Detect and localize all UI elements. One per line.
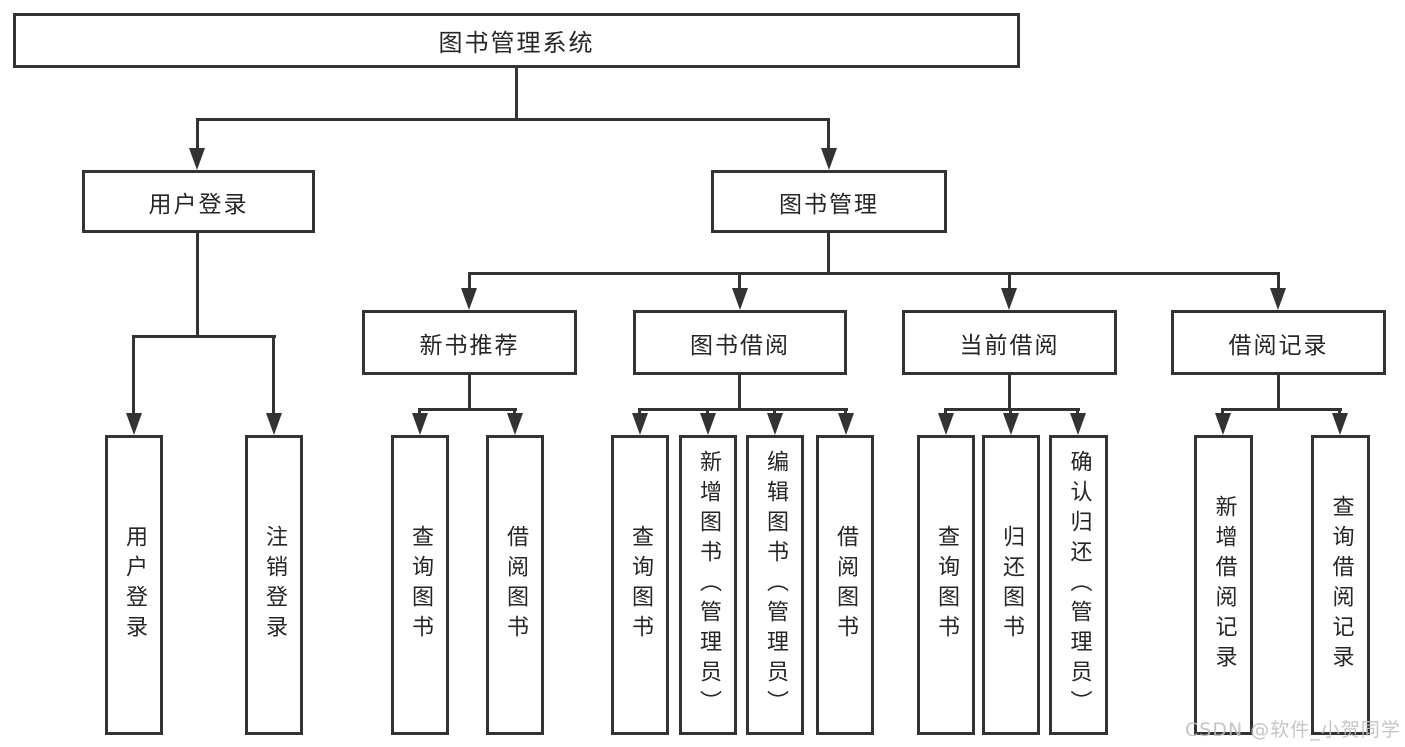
connector-line <box>944 408 1080 411</box>
connector-line <box>1008 375 1011 411</box>
connector-line <box>272 335 275 414</box>
arrow-down-icon <box>189 148 205 170</box>
node-user-login: 用户登录 <box>82 170 315 233</box>
arrow-down-icon <box>461 288 477 310</box>
node-label: 新书推荐 <box>419 332 520 359</box>
connector-line <box>468 272 1280 275</box>
leaf-logout-login: 注销登录 <box>245 435 303 735</box>
node-current-borrowing: 当前借阅 <box>902 310 1117 375</box>
connector-line <box>844 408 847 416</box>
leaf-label: 确认归还（管理员） <box>1066 450 1092 720</box>
leaf-user-login: 用户登录 <box>105 435 163 735</box>
node-label: 图书管理系统 <box>438 29 595 57</box>
connector-line <box>738 375 741 411</box>
node-label: 图书借阅 <box>690 332 790 359</box>
connector-line <box>1009 408 1012 416</box>
connector-line <box>468 375 471 411</box>
connector-line <box>1221 408 1224 416</box>
arrow-down-icon <box>1070 413 1086 435</box>
leaf-label: 查询图书 <box>934 525 959 645</box>
connector-line <box>513 408 516 416</box>
leaf-query-books-recommend: 查询图书 <box>391 435 449 735</box>
connector-line <box>418 408 517 411</box>
arrow-down-icon <box>126 413 142 435</box>
leaf-label: 查询图书 <box>628 525 653 645</box>
connector-line <box>827 233 830 274</box>
leaf-query-borrow-record: 查询借阅记录 <box>1311 435 1370 735</box>
node-label: 用户登录 <box>148 191 249 218</box>
leaf-label: 查询图书 <box>408 525 433 645</box>
connector-line <box>132 335 135 414</box>
node-label: 当前借阅 <box>959 332 1060 359</box>
connector-line <box>1008 272 1011 290</box>
arrow-down-icon <box>1003 413 1019 435</box>
leaf-return-books: 归还图书 <box>982 435 1040 735</box>
node-new-book-recommendation: 新书推荐 <box>362 310 577 375</box>
arrow-down-icon <box>767 413 783 435</box>
leaf-add-borrow-record: 新增借阅记录 <box>1194 435 1253 735</box>
arrow-down-icon <box>266 413 282 435</box>
connector-line <box>1277 375 1280 411</box>
connector-line <box>638 408 641 416</box>
leaf-confirm-return-admin: 确认归还（管理员） <box>1049 435 1108 735</box>
connector-line <box>1277 272 1280 290</box>
leaf-label: 查询借阅记录 <box>1328 495 1354 675</box>
connector-line <box>418 408 421 416</box>
connector-line <box>1076 408 1079 416</box>
arrow-down-icon <box>1001 288 1017 310</box>
connector-line <box>196 233 199 337</box>
connector-line <box>944 408 947 416</box>
arrow-down-icon <box>938 413 954 435</box>
arrow-down-icon <box>632 413 648 435</box>
csdn-watermark: CSDN @软件_小贺同学 <box>1185 719 1401 741</box>
connector-line <box>468 272 471 290</box>
arrow-down-icon <box>1215 413 1231 435</box>
arrow-down-icon <box>507 413 523 435</box>
node-book-management: 图书管理 <box>711 170 947 233</box>
connector-line <box>738 272 741 290</box>
arrow-down-icon <box>1270 288 1286 310</box>
connector-line <box>1338 408 1341 416</box>
arrow-down-icon <box>412 413 428 435</box>
leaf-label: 归还图书 <box>999 525 1024 645</box>
arrow-down-icon <box>838 413 854 435</box>
leaf-borrow-books-recommend: 借阅图书 <box>486 435 544 735</box>
node-label: 借阅记录 <box>1228 332 1329 359</box>
connector-line <box>827 118 830 149</box>
connector-line <box>515 68 518 121</box>
connector-line <box>196 118 830 121</box>
node-label: 图书管理 <box>779 191 879 218</box>
leaf-label: 注销登录 <box>262 525 287 645</box>
leaf-add-books-admin: 新增图书（管理员） <box>679 435 737 735</box>
connector-line <box>773 408 776 416</box>
arrow-down-icon <box>700 413 716 435</box>
leaf-query-books-current: 查询图书 <box>917 435 975 735</box>
leaf-label: 借阅图书 <box>833 525 858 645</box>
leaf-label: 借阅图书 <box>503 525 528 645</box>
leaf-label: 新增借阅记录 <box>1211 495 1237 675</box>
arrow-down-icon <box>821 148 837 170</box>
leaf-edit-books-admin: 编辑图书（管理员） <box>746 435 804 735</box>
connector-line <box>132 335 276 338</box>
leaf-borrow-books-borrowing: 借阅图书 <box>816 435 874 735</box>
arrow-down-icon <box>1332 413 1348 435</box>
node-book-borrowing: 图书借阅 <box>633 310 847 375</box>
connector-line <box>706 408 709 416</box>
leaf-query-books-borrowing: 查询图书 <box>611 435 669 735</box>
node-borrowing-records: 借阅记录 <box>1171 310 1386 375</box>
leaf-label: 新增图书（管理员） <box>696 450 721 720</box>
arrow-down-icon <box>732 288 748 310</box>
connector-line <box>638 408 848 411</box>
connector-line <box>196 118 199 149</box>
node-library-management-system: 图书管理系统 <box>13 13 1020 68</box>
leaf-label: 编辑图书（管理员） <box>763 450 788 720</box>
connector-line <box>1221 408 1342 411</box>
leaf-label: 用户登录 <box>122 525 147 645</box>
